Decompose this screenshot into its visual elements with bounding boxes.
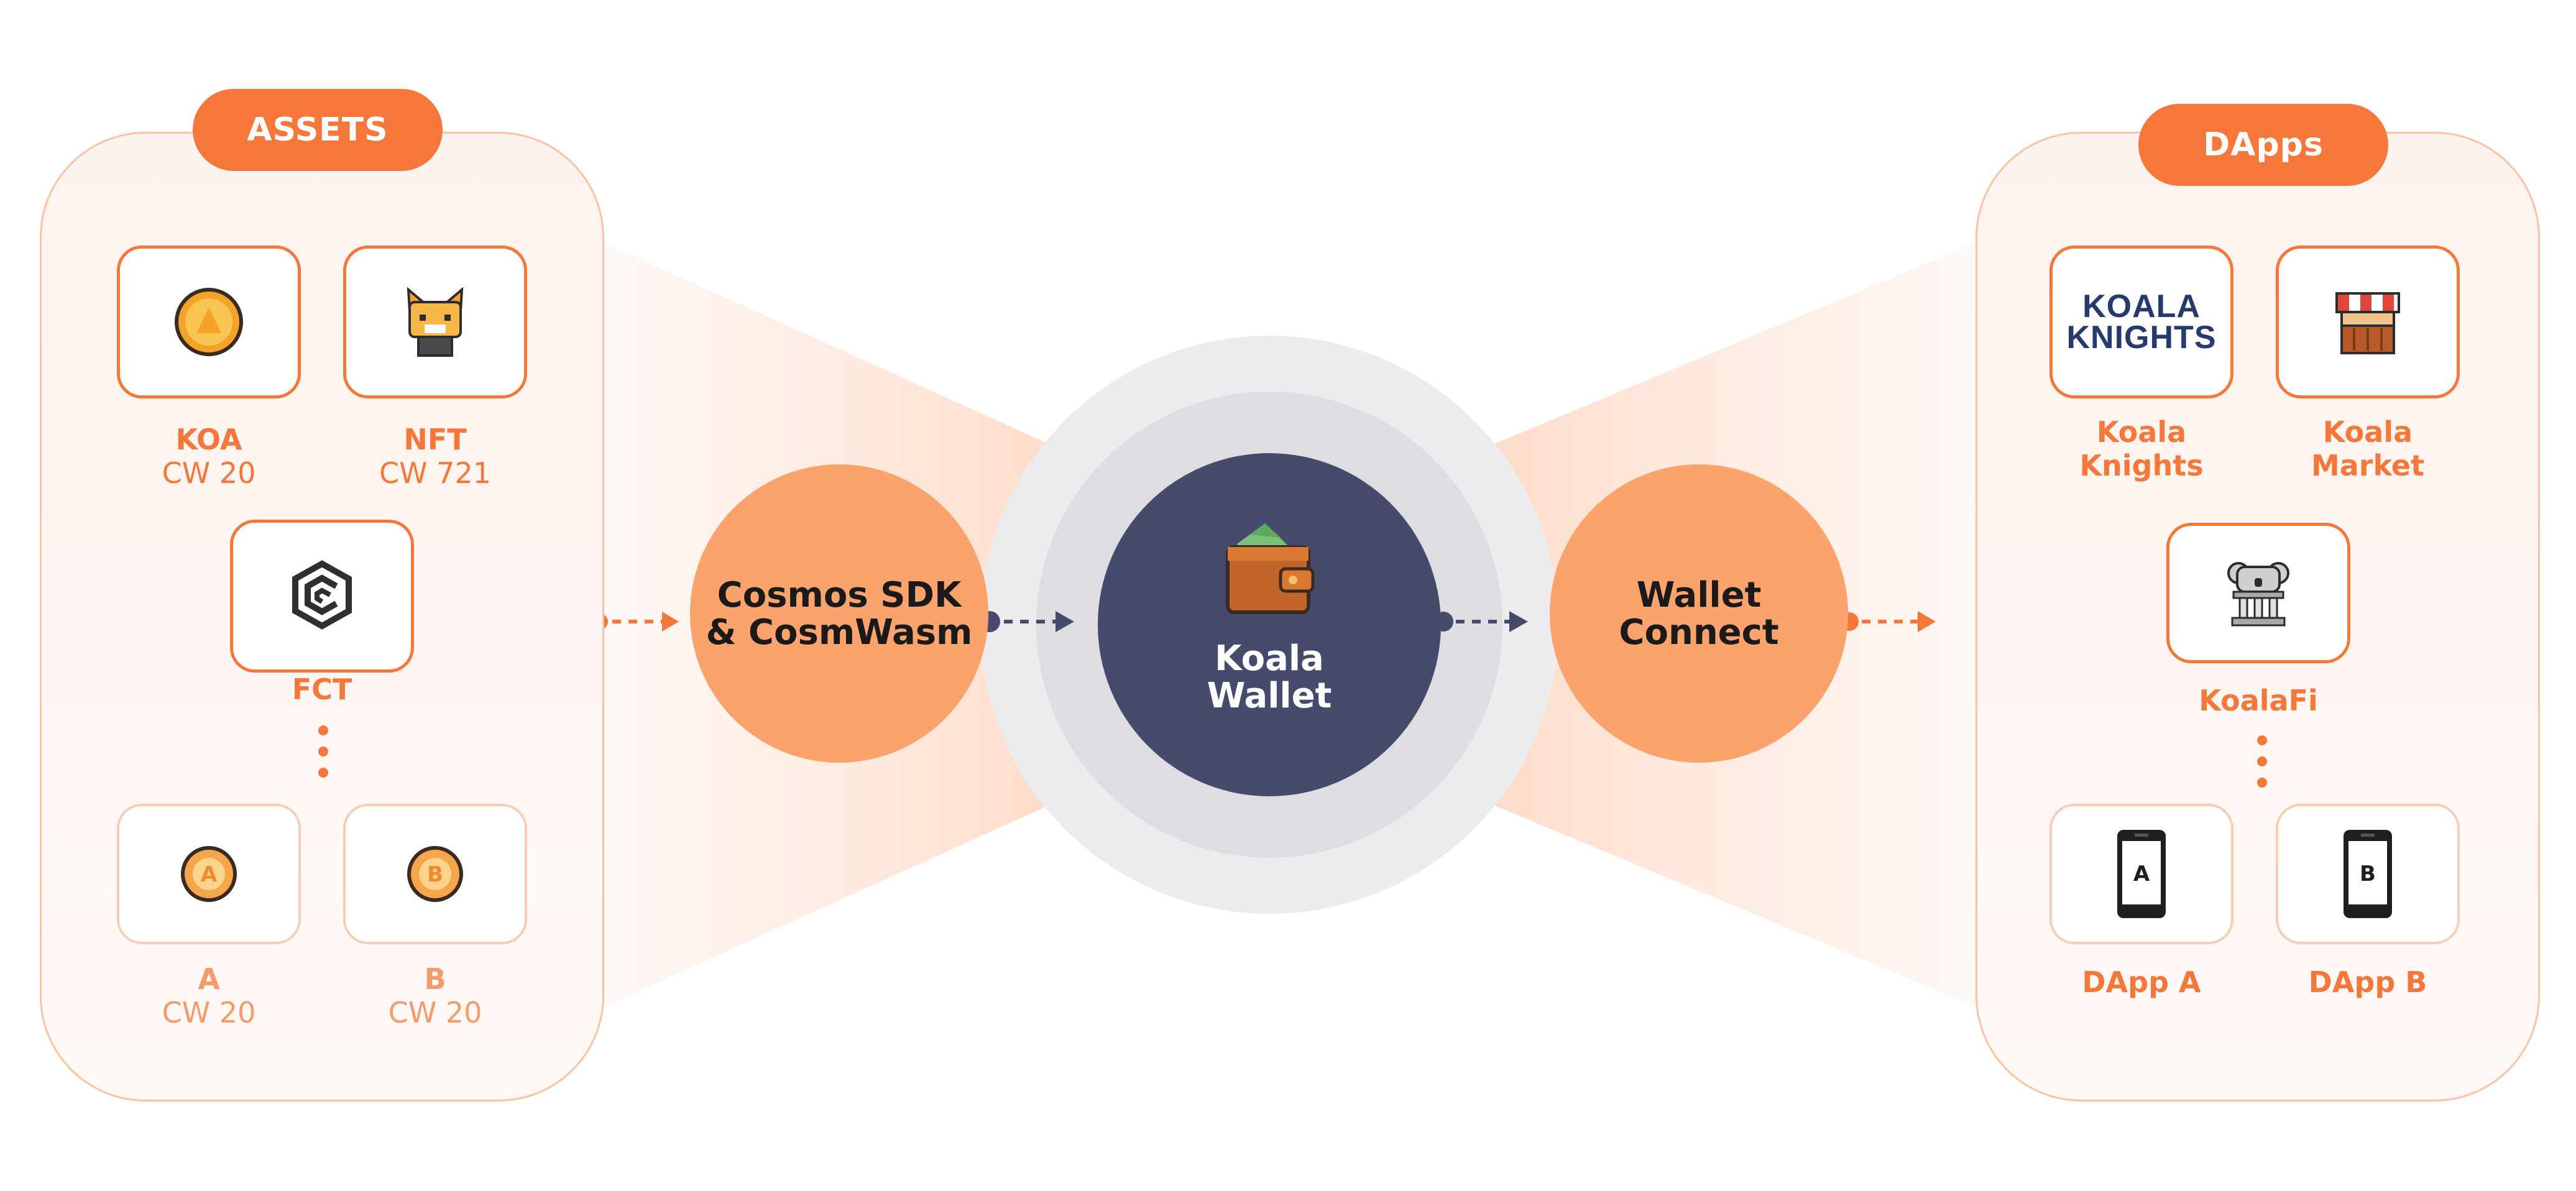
asset-tile-fct[interactable]	[230, 520, 414, 673]
sdk-circle	[690, 464, 988, 763]
wallet-connect-circle	[1550, 464, 1848, 763]
wallet-label: Koala Wallet	[1207, 638, 1332, 716]
asset-tile-b[interactable]: B	[343, 804, 527, 944]
dapp-tile-koala-market[interactable]	[2276, 246, 2460, 398]
koala-knights-logo: KOALA KNIGHTS	[2066, 288, 2217, 356]
asset-label-a: A CW 20	[162, 962, 256, 1029]
svg-text:B: B	[2360, 862, 2376, 886]
dapps-title-pill: DApps	[2138, 104, 2388, 186]
dapp-tile-dapp-b[interactable]: B	[2276, 804, 2460, 944]
dapp-label-koala-knights: Koala Knights	[2079, 415, 2204, 482]
koa-coin-icon	[175, 288, 243, 356]
fct-logo-icon	[292, 560, 352, 630]
svg-text:A: A	[2133, 862, 2150, 886]
asset-label-b: B CW 20	[388, 962, 482, 1029]
market-stall-icon	[2335, 292, 2400, 354]
assets-more-dots	[318, 725, 328, 789]
wallet-core-circle	[1098, 453, 1441, 796]
asset-label-koa: KOA CW 20	[162, 423, 256, 490]
dapp-label-koala-market: Koala Market	[2311, 415, 2425, 482]
asset-tile-a[interactable]: A	[117, 804, 301, 944]
koala-bank-icon	[2227, 562, 2289, 627]
asset-label-nft: NFT CW 721	[379, 423, 492, 490]
coin-b-icon: B	[407, 846, 463, 902]
phone-b-icon: B	[2344, 830, 2392, 918]
phone-a-icon: A	[2117, 830, 2166, 918]
dapps-more-dots	[2257, 735, 2267, 799]
fox-nft-icon	[407, 287, 464, 357]
asset-label-fct: FCT	[292, 673, 352, 706]
dapp-label-dapp-b: DApp B	[2308, 965, 2427, 999]
wallet-icon	[1226, 523, 1315, 614]
dapp-tile-koala-knights[interactable]: KOALA KNIGHTS	[2049, 246, 2233, 398]
svg-text:A: A	[201, 862, 218, 887]
dapp-label-koalafi: KoalaFi	[2199, 684, 2318, 717]
dapp-label-dapp-a: DApp A	[2082, 965, 2201, 999]
coin-a-icon: A	[181, 846, 237, 902]
asset-tile-koa[interactable]	[117, 246, 301, 398]
wallet-connect-label: Wallet Connect	[1619, 575, 1779, 653]
sdk-label: Cosmos SDK & CosmWasm	[706, 575, 973, 653]
asset-tile-nft[interactable]	[343, 246, 527, 398]
svg-text:B: B	[427, 862, 443, 887]
assets-title-pill: ASSETS	[193, 89, 443, 171]
dapp-tile-dapp-a[interactable]: A	[2049, 804, 2233, 944]
dapp-tile-koalafi[interactable]	[2166, 523, 2350, 663]
